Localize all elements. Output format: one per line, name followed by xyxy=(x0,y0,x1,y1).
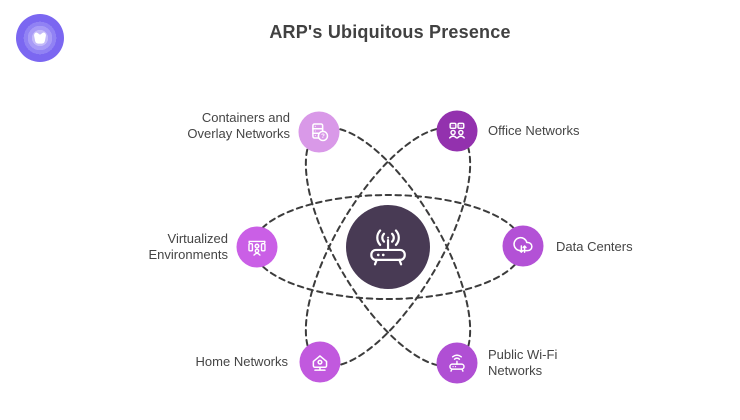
node-virtualized-circle xyxy=(236,226,278,268)
home-network-icon xyxy=(312,355,328,371)
node-home xyxy=(299,341,341,383)
people-meeting-icon xyxy=(448,122,465,139)
crown-logo-icon xyxy=(34,32,46,44)
label-containers-overlay-networks: Containers and Overlay Networks xyxy=(187,110,290,141)
brand-logo xyxy=(16,14,64,62)
label-office-networks: Office Networks xyxy=(488,123,580,138)
label-public-wifi-networks: Public Wi-Fi Networks xyxy=(488,347,558,378)
node-datacenters xyxy=(502,225,544,267)
server-question-icon: ? xyxy=(312,123,329,142)
page-title: ARP's Ubiquitous Presence xyxy=(269,22,511,42)
node-datacenters-circle xyxy=(502,225,544,267)
label-data-centers: Data Centers xyxy=(556,239,633,254)
svg-text:?: ? xyxy=(321,134,325,140)
label-home-networks: Home Networks xyxy=(195,354,288,369)
node-office xyxy=(436,110,478,152)
node-publicwifi xyxy=(436,342,478,384)
label-virtualized-environments: Virtualized Environments xyxy=(148,231,228,262)
virtual-machine-icon xyxy=(248,240,266,256)
node-containers: ? xyxy=(298,111,340,153)
cloud-sync-icon xyxy=(513,236,533,253)
wifi-router-icon xyxy=(449,354,465,372)
center-node-arp xyxy=(346,205,430,289)
router-wireless-icon xyxy=(370,229,406,266)
node-office-circle xyxy=(436,110,478,152)
node-home-circle xyxy=(299,341,341,383)
node-containers-circle xyxy=(298,111,340,153)
node-virtualized xyxy=(236,226,278,268)
